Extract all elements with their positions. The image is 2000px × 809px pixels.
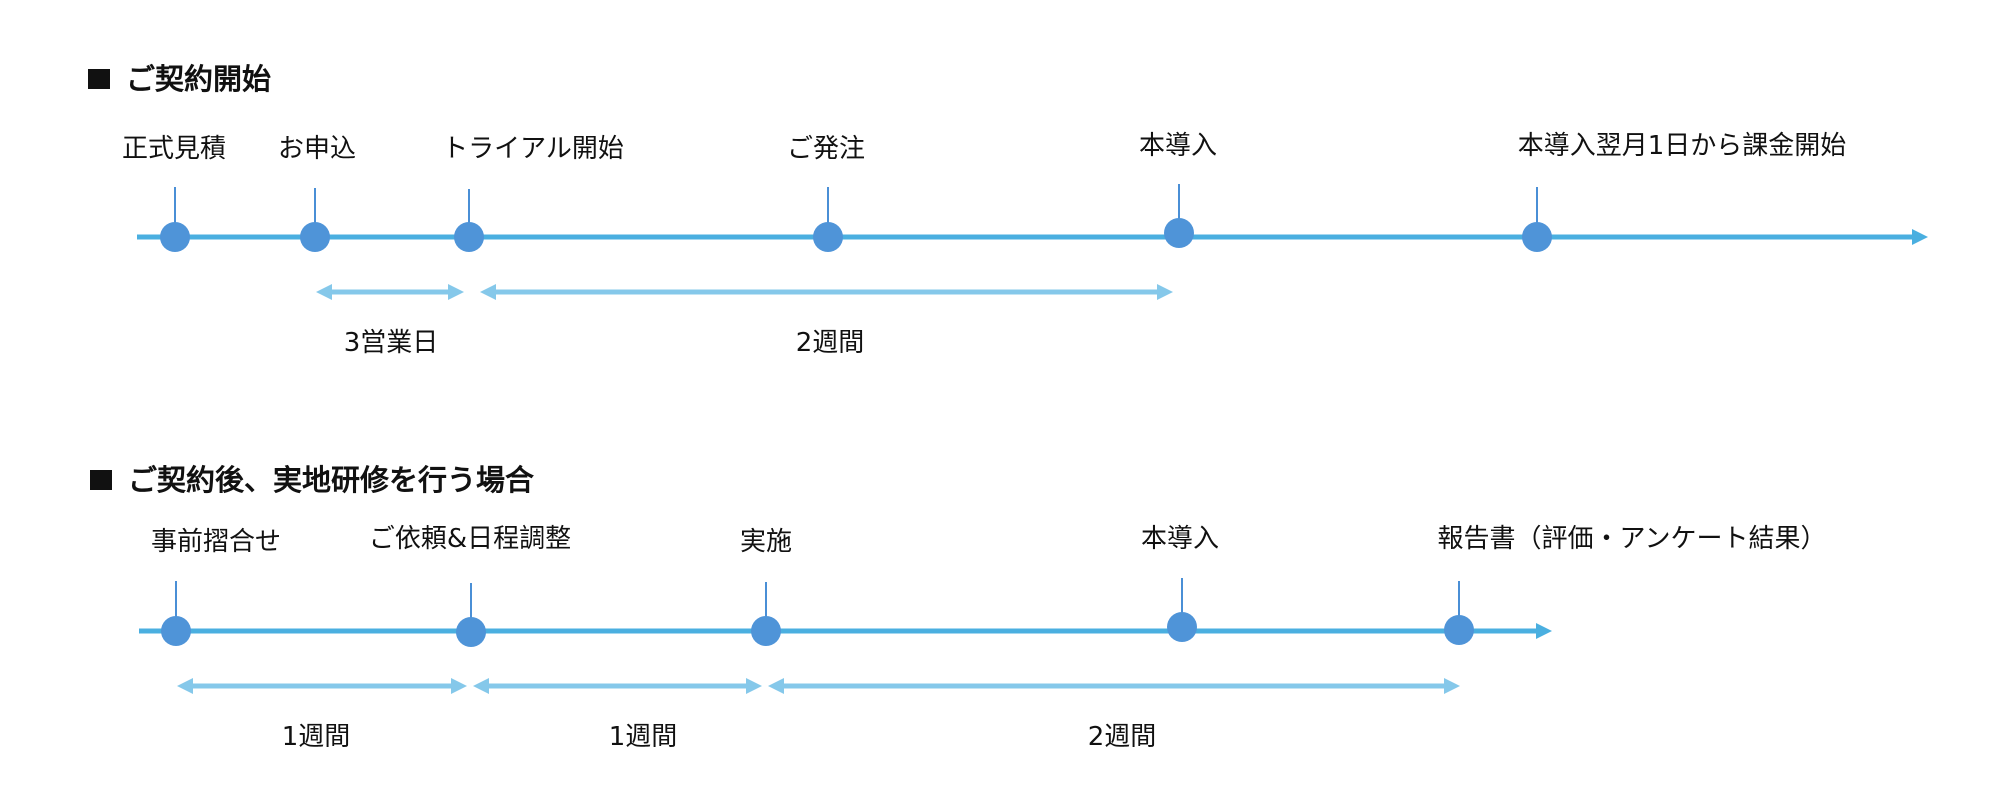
milestone-marker [1167,578,1197,642]
milestone-label: お申込 [277,134,357,164]
timeline-arrowhead-icon [1912,229,1928,245]
milestone-marker [751,582,781,646]
section-title: ご契約後、実地研修を行う場合 [128,463,535,497]
milestone-label: トライアル開始 [442,134,624,164]
duration-label: 3営業日 [343,328,439,358]
milestone-marker [456,583,486,647]
milestone-marker [1164,184,1194,248]
milestone-marker [161,581,191,646]
duration-arrow [177,678,467,694]
milestone-label: 本導入 [1140,524,1220,554]
milestone-marker [300,188,330,252]
duration-label: 1週間 [608,722,678,752]
square-bullet-icon [88,69,110,89]
milestone-marker [160,187,190,252]
milestone-label: 報告書（評価・アンケート結果） [1437,524,1827,554]
milestone-marker [1444,581,1474,645]
duration-label: 1週間 [281,722,351,752]
milestone-label: 実施 [739,527,793,557]
duration-arrow [480,284,1173,300]
milestone-marker [813,187,843,252]
milestone-label: 本導入 [1138,131,1218,161]
milestone-marker [1522,187,1552,252]
duration-arrow [316,284,464,300]
milestone-label: 正式見積 [121,134,227,164]
timeline-arrowhead-icon [1536,623,1552,639]
square-bullet-icon [90,470,112,490]
duration-arrow [768,678,1460,694]
milestone-marker [454,189,484,252]
duration-label: 2週間 [795,328,865,358]
duration-arrow [473,678,762,694]
milestone-label: ご依頼&日程調整 [368,524,572,554]
section-heading: ご契約開始 [88,62,271,96]
milestone-label: ご発注 [786,134,866,164]
duration-label: 2週間 [1087,722,1157,752]
section-heading: ご契約後、実地研修を行う場合 [90,463,534,497]
section-title: ご契約開始 [126,62,272,96]
milestone-label: 事前摺合せ [150,527,282,557]
milestone-label: 本導入翌月1日から課金開始 [1517,131,1847,161]
